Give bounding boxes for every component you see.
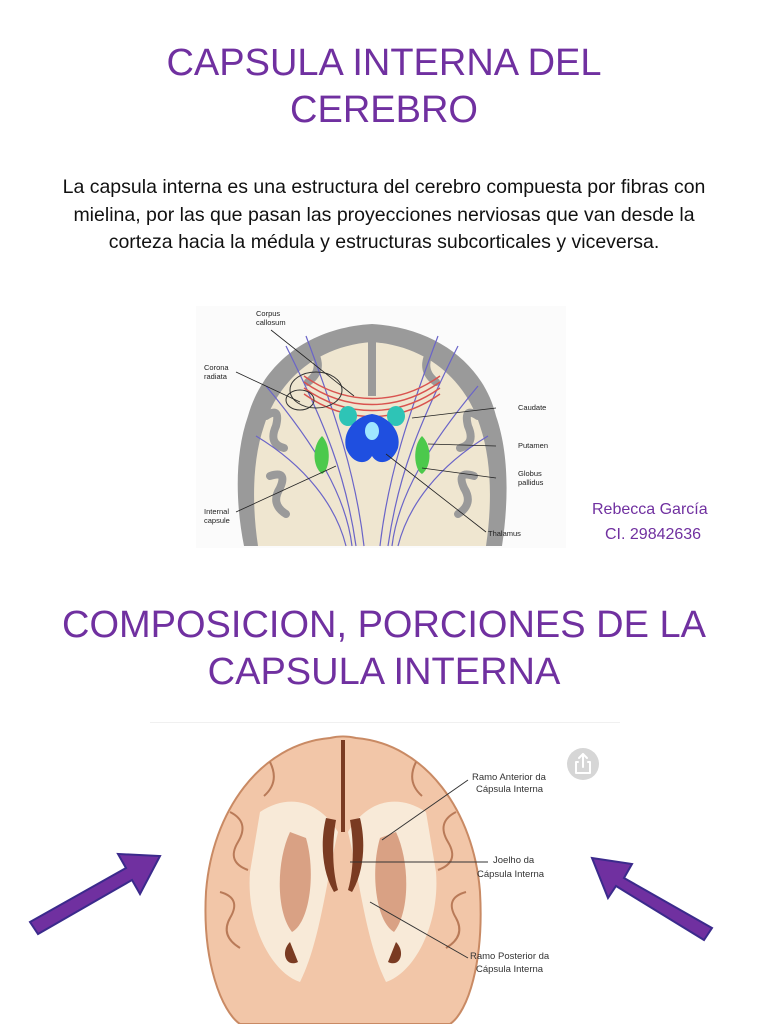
label-anterior-limb-1: Ramo Anterior da (472, 772, 547, 783)
label-corpus-callosum-1: Corpus (256, 309, 280, 318)
axial-brain-figure: Ramo Anterior da Cápsula Interna Joelho … (150, 722, 620, 1024)
label-thalamus: Thalamus (488, 529, 521, 538)
caudate-shape (339, 406, 357, 426)
label-internal-capsule-2: capsule (204, 516, 230, 525)
section-title-line-1: COMPOSICION, PORCIONES DE LA (62, 604, 706, 646)
title-line-1: CAPSULA INTERNA DEL (166, 42, 602, 84)
label-posterior-limb-1: Ramo Posterior da (470, 951, 550, 962)
label-corona-radiata-1: Corona (204, 363, 229, 372)
share-icon (575, 753, 591, 774)
section-title: COMPOSICION, PORCIONES DE LA CAPSULA INT… (0, 602, 768, 696)
label-corpus-callosum-2: callosum (256, 318, 286, 327)
label-genu-1: Joelho da (493, 855, 535, 866)
label-corona-radiata-2: radiata (204, 372, 228, 381)
label-globus-pallidus-2: pallidus (518, 478, 544, 487)
section-title-line-2: CAPSULA INTERNA (207, 651, 561, 693)
intro-paragraph: La capsula interna es una estructura del… (62, 176, 706, 253)
page-title: CAPSULA INTERNA DEL CEREBRO (0, 40, 768, 134)
label-caudate: Caudate (518, 403, 546, 412)
author-name: Rebecca García (592, 501, 708, 518)
label-posterior-limb-2: Cápsula Interna (476, 964, 544, 975)
title-line-2: CEREBRO (290, 89, 478, 131)
left-arrow-icon (28, 852, 162, 936)
right-arrow-icon (590, 856, 714, 942)
putamen-shape (314, 436, 329, 474)
share-button[interactable] (567, 748, 599, 780)
label-genu-2: Cápsula Interna (477, 869, 545, 880)
label-anterior-limb-2: Cápsula Interna (476, 784, 544, 795)
author-ci: CI. 29842636 (605, 526, 702, 543)
label-putamen: Putamen (518, 441, 548, 450)
coronal-brain-diagram: Corpus callosum Corona radiata Internal … (196, 306, 566, 548)
label-globus-pallidus-1: Globus (518, 469, 542, 478)
label-internal-capsule-1: Internal (204, 507, 229, 516)
author-block: Rebecca García CI. 29842636 (592, 497, 708, 547)
